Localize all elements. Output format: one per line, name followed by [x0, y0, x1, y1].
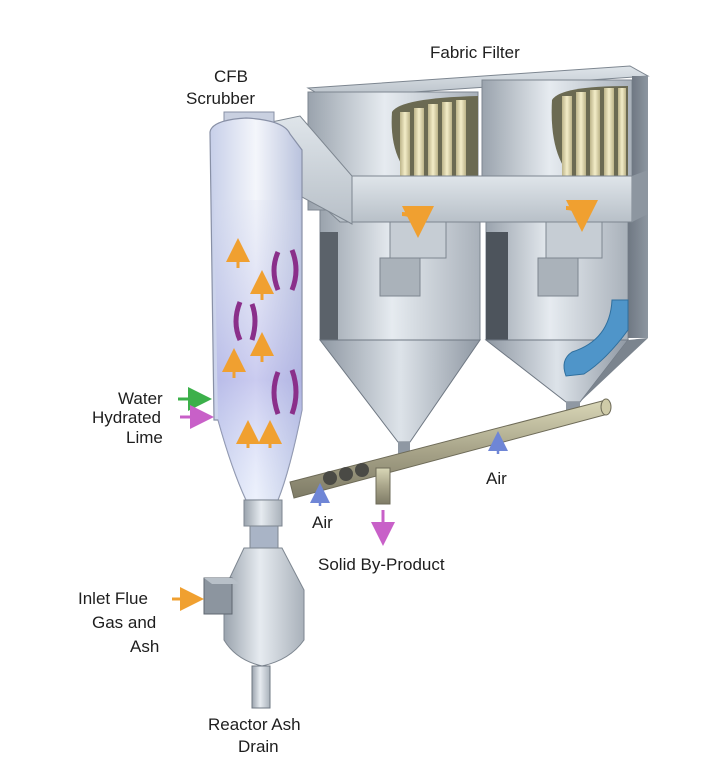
label-lime: Lime: [126, 428, 163, 447]
label-drain: Drain: [238, 737, 279, 756]
label-hydrated: Hydrated: [92, 408, 161, 427]
scrubber-throat: [243, 499, 283, 527]
hopper-cone-left: [318, 339, 481, 443]
label-fabric-filter: Fabric Filter: [430, 43, 520, 62]
ash-conveyor-pipe: [289, 398, 612, 505]
label-air-right: Air: [486, 469, 507, 488]
label-cfb: CFB: [214, 67, 248, 86]
label-water: Water: [118, 389, 163, 408]
duct-flow-arrow-1: [401, 205, 434, 238]
reactor-chamber: [223, 547, 305, 667]
cfb-scrubber-tower: [203, 111, 305, 709]
blue-chute: [563, 299, 629, 377]
rotary-valve-3: [355, 463, 369, 477]
label-air-left: Air: [312, 513, 333, 532]
label-scrubber: Scrubber: [186, 89, 255, 108]
label-ash: Ash: [130, 637, 159, 656]
filter-bags: [400, 88, 626, 186]
rotary-valve-2: [339, 467, 353, 481]
fabric-filter-unit: [288, 65, 650, 454]
label-gas-and: Gas and: [92, 613, 156, 632]
rotary-valve-1: [323, 471, 337, 485]
ash-drain-pipe: [251, 665, 271, 709]
label-reactor-ash: Reactor Ash: [208, 715, 301, 734]
byproduct-outlet: [375, 467, 391, 505]
label-inlet-flue: Inlet Flue: [78, 589, 148, 608]
label-solid-byproduct: Solid By-Product: [318, 555, 445, 574]
duct-flow-arrow-2: [565, 199, 598, 232]
recirculation-arrows: [233, 249, 299, 415]
